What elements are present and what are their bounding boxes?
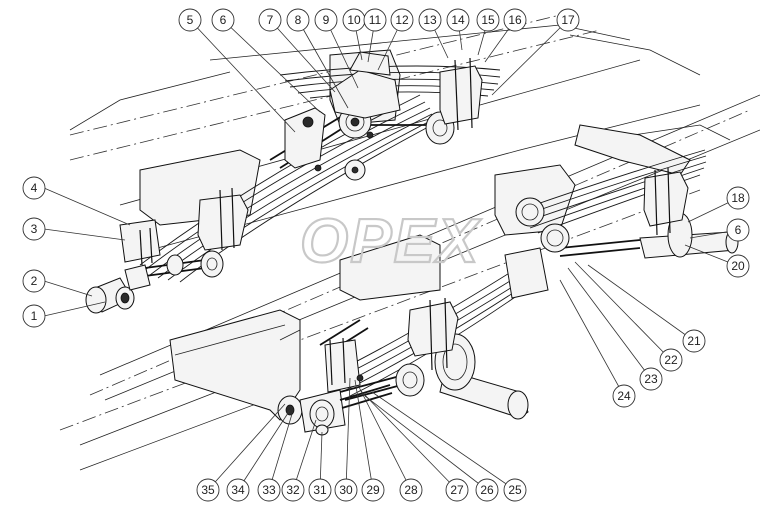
svg-text:34: 34 [231, 483, 245, 497]
svg-text:20: 20 [731, 259, 745, 273]
callout-11: 11 [363, 8, 387, 32]
svg-text:32: 32 [286, 483, 300, 497]
callout-31: 31 [308, 478, 332, 502]
callout-15: 15 [476, 8, 500, 32]
callout-32: 32 [281, 478, 305, 502]
svg-text:8: 8 [295, 13, 302, 27]
svg-text:26: 26 [480, 483, 494, 497]
svg-text:7: 7 [267, 13, 274, 27]
callout-20: 20 [726, 254, 750, 278]
callout-5: 5 [178, 8, 202, 32]
svg-text:33: 33 [262, 483, 276, 497]
callout-29: 29 [361, 478, 385, 502]
u-bolts [139, 57, 671, 386]
callout-23: 23 [639, 367, 663, 391]
svg-text:6: 6 [220, 13, 227, 27]
callout-22: 22 [659, 348, 683, 372]
svg-text:25: 25 [508, 483, 522, 497]
svg-text:1: 1 [31, 309, 38, 323]
callout-9: 9 [314, 8, 338, 32]
svg-text:27: 27 [450, 483, 464, 497]
callout-21: 21 [682, 329, 706, 353]
svg-text:31: 31 [313, 483, 327, 497]
svg-text:11: 11 [369, 13, 382, 27]
callout-12: 12 [390, 8, 414, 32]
callout-balloons: 1 2 3 4 5 6 7 8 9 10 11 12 13 14 15 16 1… [22, 8, 750, 502]
svg-text:3: 3 [31, 222, 38, 236]
svg-text:12: 12 [395, 13, 409, 27]
callout-16: 16 [503, 8, 527, 32]
svg-text:24: 24 [617, 389, 631, 403]
callout-27: 27 [445, 478, 469, 502]
callout-35: 35 [196, 478, 220, 502]
callout-1: 1 [22, 304, 46, 328]
svg-text:2: 2 [31, 274, 38, 288]
callout-7: 7 [258, 8, 282, 32]
callout-14: 14 [446, 8, 470, 32]
callout-25: 25 [503, 478, 527, 502]
opex-watermark: OPEX [300, 207, 482, 276]
callout-8: 8 [286, 8, 310, 32]
svg-text:29: 29 [366, 483, 380, 497]
svg-text:23: 23 [644, 372, 658, 386]
callout-6-right: 6 [726, 218, 750, 242]
axle-shafts [439, 230, 739, 420]
svg-text:17: 17 [561, 13, 575, 27]
callout-17: 17 [556, 8, 580, 32]
svg-text:13: 13 [423, 13, 437, 27]
svg-text:4: 4 [31, 181, 38, 195]
callout-4: 4 [22, 176, 46, 200]
svg-text:6: 6 [735, 223, 742, 237]
svg-text:21: 21 [687, 334, 701, 348]
callout-10: 10 [342, 8, 366, 32]
svg-text:14: 14 [451, 13, 465, 27]
callout-leaders [43, 19, 739, 491]
svg-text:30: 30 [339, 483, 353, 497]
callout-13: 13 [418, 8, 442, 32]
callout-28: 28 [399, 478, 423, 502]
callout-18: 18 [726, 186, 750, 210]
svg-text:10: 10 [347, 13, 361, 27]
callout-30: 30 [334, 478, 358, 502]
callout-33: 33 [257, 478, 281, 502]
callout-34: 34 [226, 478, 250, 502]
svg-text:9: 9 [323, 13, 330, 27]
callout-6-top: 6 [211, 8, 235, 32]
svg-text:15: 15 [481, 13, 495, 27]
callout-24: 24 [612, 384, 636, 408]
svg-text:18: 18 [731, 191, 745, 205]
svg-text:16: 16 [508, 13, 522, 27]
callout-3: 3 [22, 217, 46, 241]
callout-26: 26 [475, 478, 499, 502]
bushing-assembly-1-2 [85, 254, 184, 314]
svg-text:22: 22 [664, 353, 678, 367]
svg-text:5: 5 [187, 13, 194, 27]
leaf-spring-pack-rear-left [139, 94, 433, 283]
callout-2: 2 [22, 269, 46, 293]
svg-text:35: 35 [201, 483, 215, 497]
svg-text:28: 28 [404, 483, 418, 497]
equalizer-bushings [329, 51, 570, 253]
